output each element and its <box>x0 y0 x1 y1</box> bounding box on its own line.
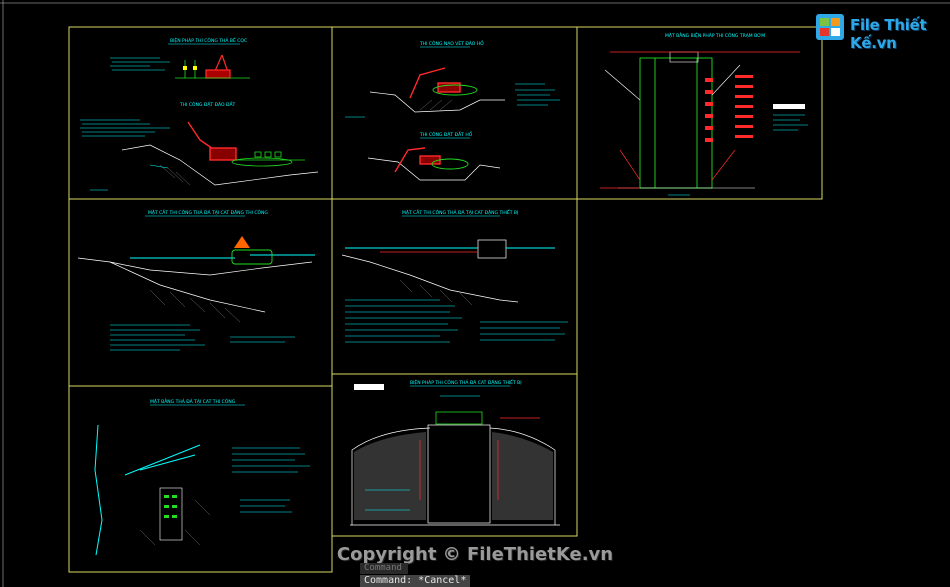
sheet-2[interactable]: THI CÔNG NẠO VÉT ĐÀO HỐ THI CÔNG ĐẶT ĐẤT… <box>331 26 578 200</box>
logo-text: File Thiết Kế.vn <box>850 16 927 52</box>
sheet-3[interactable]: MẶT BẰNG BIỆN PHÁP THI CÔNG TRẠM BƠM <box>576 26 823 200</box>
command-history: Command <box>360 563 408 574</box>
sheet-7[interactable]: BIỆN PHÁP THI CÔNG THẢ ĐÁ CAT ĐẶNG THIẾT… <box>331 373 578 537</box>
logo-icon <box>816 14 844 40</box>
copyright-watermark: Copyright © FileThietKe.vn <box>336 544 614 565</box>
sheet-2-title: THI CÔNG NẠO VÉT ĐÀO HỐ <box>419 39 484 47</box>
sheet-1[interactable]: BIỆN PHÁP THI CÔNG THẢ BÊ CỌC THI CÔNG Đ… <box>68 26 333 200</box>
sheet-4-title: MẶT CẮT THI CÔNG THẢ ĐÁ TẠI CAT ĐẶNG THI… <box>148 208 268 216</box>
command-line[interactable]: Command: *Cancel* <box>360 575 471 587</box>
sheet-3-title: MẶT BẰNG BIỆN PHÁP THI CÔNG TRẠM BƠM <box>665 31 765 39</box>
sheet-1-subtitle: THI CÔNG ĐẶT ĐÀO ĐẤT <box>179 100 236 108</box>
sheet-7-title: BIỆN PHÁP THI CÔNG THẢ ĐÁ CAT ĐẶNG THIẾT… <box>410 378 522 386</box>
sheet-5-title: MẶT CẮT THI CÔNG THẢ ĐÁ TẠI CAT ĐẶNG THI… <box>402 208 518 216</box>
sheet-6-title: MẶT BẰNG THẢ ĐÁ TẠI CAT THI CÔNG <box>150 397 236 405</box>
legend-box <box>773 104 805 109</box>
sheet-5[interactable]: MẶT CẮT THI CÔNG THẢ ĐÁ TẠI CAT ĐẶNG THI… <box>331 198 578 375</box>
sheet-2-subtitle: THI CÔNG ĐẶT ĐẤT HỐ <box>419 130 473 138</box>
sheet-1-title: BIỆN PHÁP THI CÔNG THẢ BÊ CỌC <box>170 36 247 44</box>
sheet-4[interactable]: MẶT CẮT THI CÔNG THẢ ĐÁ TẠI CAT ĐẶNG THI… <box>68 198 333 387</box>
